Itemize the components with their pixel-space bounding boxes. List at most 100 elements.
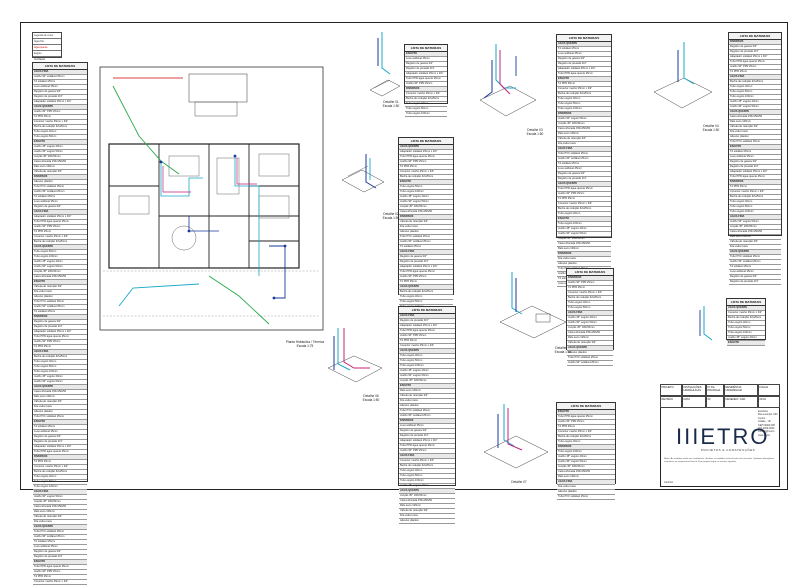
material-table-row: Tubo esgoto 40mm [567,301,613,306]
material-table-row: Tubo PPR água quente 25mm [399,270,453,275]
material-table-row: Tubo PPR água quente 25mm [405,77,447,82]
material-table-header: LISTA DE MATERIAIS [33,63,87,70]
iso-caption-7-title: Detalhe 07 [511,480,527,484]
material-table-section: DIVERSOS [729,40,781,45]
company-logo-subtitle: PROJETOS E CONSTRUÇÕES [701,448,756,452]
material-table-row: Tubo esgoto 100mm [399,190,453,195]
material-table-row: Luva soldável 25mm [729,155,781,160]
material-table-row: Registro de gaveta 3/4" [33,435,87,440]
material-table-row: Tubo PVC soldável 25mm [557,495,615,500]
title-cell-folha: FOLHA [758,384,780,396]
material-table-row: Bucha de redução 32x25mm [729,195,781,200]
material-table-row: Tubo esgoto 50mm [399,474,455,479]
material-table-row: Tubo PVC soldável 25mm [729,255,781,260]
material-table-row: Válvula de retenção 3/4" [567,341,613,346]
material-table-row: Tubo PPR água quente 25mm [729,175,781,180]
material-table-header: LISTA DE MATERIAIS [399,138,453,145]
iso-detail-8 [699,306,713,341]
material-table-row: Adaptador soldável 25mm x 3/4" [729,55,781,60]
material-table-row: Tê PPR 25mm [33,460,87,465]
material-table-row: Caixa sifonada 150x150x50 [729,115,781,120]
material-table-row: Tubo esgoto 100mm [557,222,611,227]
material-table-row: Caixa sifonada 150x150x50 [399,210,453,215]
material-table-section: ÁGUA FRIA [399,314,455,319]
material-table-row: Registro de pressão 3/4" [729,280,781,285]
material-table-row: Ralo seco 100mm [33,165,87,170]
material-table-row: Joelho 90° soldável 25mm [33,305,87,310]
material-table-row: Joelho 90° PPR 25mm [399,275,453,280]
material-table-section: ÁGUA QUENTE [399,349,455,354]
material-table-row: Tubo esgoto 100mm [729,210,781,215]
material-table-row: Joelho 90° PPR 25mm [33,110,87,115]
sheet-notes: Notas: As medidas estão em centímetros. … [664,458,774,463]
title-cell-residencia: RESIDÊNCIA UNIFAMILIAR [724,384,758,396]
material-table-header: LISTA DE MATERIAIS [405,45,447,52]
material-table-section: ESGOTO [399,180,453,185]
iso-caption-3: Detalhe 03 Escala 1:50 [520,128,550,136]
material-table-row: Tubo PVC soldável 25mm [399,235,453,240]
material-table-row: Registro de pressão 3/4" [399,260,453,265]
material-table-section: ÁGUA FRIA [33,210,87,215]
material-table-row: Caixa sifonada 150x150x50 [729,230,781,235]
material-table-row: Joelho 45° esgoto 40mm [729,100,781,105]
material-table-row: Caixa sifonada 150x150x50 [33,275,87,280]
material-table-row: Luva soldável 25mm [405,57,447,62]
company-logo: IIIETRO [676,424,770,449]
material-table-section: ÁGUA FRIA [729,75,781,80]
material-table-row: Tê soldável 25mm [557,47,611,52]
material-table-row: Tubo PVC soldável 25mm [399,409,455,414]
material-table-row: Tê soldável 25mm [33,80,87,85]
material-table-row: Conector macho 25mm x 3/4" [33,235,87,240]
material-table-row: Conector macho 25mm x 3/4" [557,87,611,92]
office-line: Centro [758,416,766,420]
material-table-row: Válvula de retenção 3/4" [729,240,781,245]
material-table-section: DIVERSOS [557,112,611,117]
material-table-row: Ralo seco 100mm [557,247,611,252]
material-table-row: Joelho 90° soldável 25mm [567,361,613,366]
material-table-row: Joelho 45° esgoto 40mm [567,316,613,321]
material-table-section: ESGOTO [33,420,87,425]
material-table-row: Tubo esgoto 100mm [727,331,765,336]
material-table-row: Joelho 90° esgoto 50mm [33,150,87,155]
material-table-row: Válvula de retenção 3/4" [33,400,87,405]
material-table-section: ÁGUA QUENTE [33,245,87,250]
material-table-section: ÁGUA QUENTE [557,42,611,47]
material-table-row: Tubo esgoto 50mm [729,90,781,95]
material-table-row: Fita veda rosca [729,245,781,250]
material-table-section: ÁGUA FRIA [729,215,781,220]
material-table-row: Caixa sifonada 150x150x50 [567,331,613,336]
material-table-row: Adesivo plástico [399,230,453,235]
material-table-row: Adaptador soldável 25mm x 3/4" [399,324,455,329]
material-table-row: Ralo seco 100mm [557,475,615,480]
material-table-row: Conector macho 25mm x 3/4" [557,202,611,207]
material-table-row: Luva soldável 25mm [557,167,611,172]
iso-caption-1-scale: Escala 1:50 [382,104,400,108]
material-table-row: Registro de pressão 3/4" [399,319,455,324]
material-table-row: Adaptador soldável 25mm x 3/4" [33,215,87,220]
material-table-row: Luva soldável 25mm [33,200,87,205]
material-table-header: LISTA DE MATERIAIS [557,35,611,42]
material-table-row: Tubo esgoto 50mm [399,359,455,364]
material-table-section: DIVERSOS [557,252,611,257]
material-table-row: Tubo esgoto 40mm [729,200,781,205]
material-table-row: Tubo PPR água quente 25mm [33,220,87,225]
material-table-row: Joelho 45° esgoto 40mm [399,195,453,200]
material-table-section: DIVERSOS [399,419,455,424]
material-table-row: Tê soldável 25mm [33,425,87,430]
material-table-row: Bucha de redução 32x25mm [557,92,611,97]
material-table-row: Registro de pressão 3/4" [557,62,611,67]
material-table-row: Conector macho 25mm x 3/4" [729,190,781,195]
material-table-section: DIVERSOS [729,180,781,185]
material-table-row: Joelho 90° esgoto 50mm [399,374,455,379]
material-table-row: Tubo esgoto 50mm [33,250,87,255]
material-table-row: Joelho 90° soldável 25mm [729,260,781,265]
material-table-row: Tubo esgoto 40mm [33,130,87,135]
material-table-row: Registro de gaveta 3/4" [729,160,781,165]
material-table-row: Bucha de redução 32x25mm [33,470,87,475]
material-table-row: Tubo esgoto 40mm [557,440,615,445]
iso-detail-4 [653,42,713,109]
